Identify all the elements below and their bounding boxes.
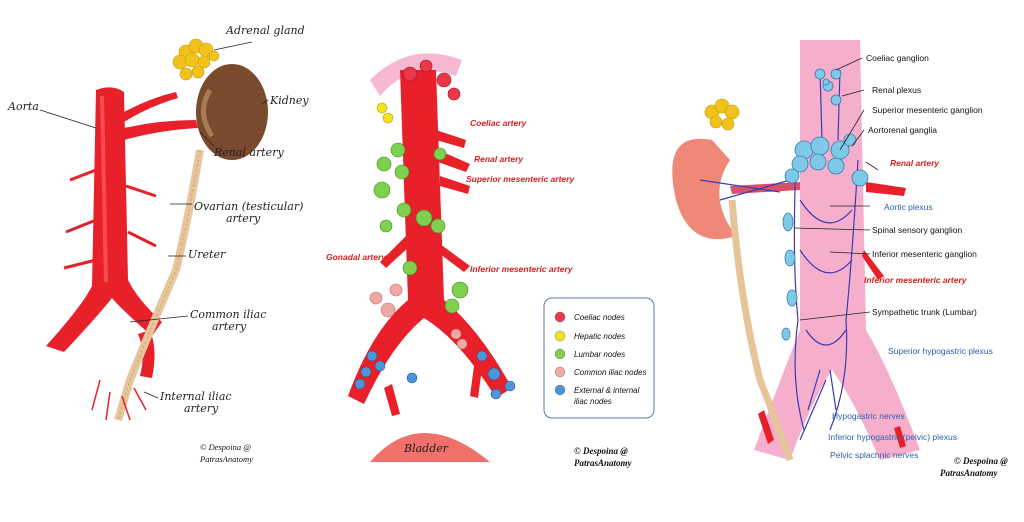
label-spinal-sensory-ganglion: Spinal sensory ganglion [872, 225, 963, 235]
legend: Coeliac nodes Hepatic nodes Lumbar nodes… [543, 297, 655, 419]
label-ureter: Ureter [188, 248, 226, 261]
copyright-line-2: PatrasAnatomy [574, 458, 633, 468]
legend-label-coeliac: Coeliac nodes [574, 313, 625, 322]
legend-swatch-common-iliac [554, 366, 566, 378]
label-renal-artery: Renal artery [213, 146, 284, 159]
label-inferior-mesenteric-artery-3: Inferior mesenteric artery [864, 275, 968, 285]
hepatic-nodes [376, 102, 394, 124]
label-sympathetic-trunk: Sympathetic trunk (Lumbar) [872, 307, 977, 317]
nerve-network [699, 69, 859, 441]
legend-label-iliac-2: iliac nodes [574, 397, 612, 406]
kidney-shape [196, 64, 268, 160]
label-inferior-hypogastric-plexus: Inferior hypogastric (pelvic) plexus [828, 432, 957, 442]
label-aorta: Aorta [7, 100, 39, 113]
aorta-trunk-2 [348, 70, 512, 404]
label-bladder: Bladder [403, 442, 449, 455]
legend-swatch-lumbar [554, 348, 566, 360]
ganglia [781, 68, 869, 341]
panel-aorta: Adrenal gland Kidney Aorta Renal artery … [7, 24, 309, 464]
label-kidney: Kidney [269, 94, 309, 107]
legend-label-common-iliac: Common iliac nodes [574, 368, 646, 377]
iliac-nodes [354, 350, 516, 400]
adrenal-gland-shape [172, 38, 220, 81]
label-inferior-mesenteric-artery: Inferior mesenteric artery [470, 264, 574, 274]
legend-label-lumbar: Lumbar nodes [574, 350, 625, 359]
legend-swatch-coeliac [554, 311, 566, 323]
label-internal-iliac-1: Internal iliac [159, 390, 232, 403]
label-renal-plexus: Renal plexus [872, 85, 921, 95]
label-gonadal-artery: Gonadal artery [326, 252, 387, 262]
label-ovarian-artery-1: Ovarian (testicular) [194, 200, 303, 213]
coeliac-nodes [402, 59, 461, 101]
common-iliac-nodes [369, 283, 468, 350]
label-pelvic-splanchnic-nerves: Pelvic splachnic nerves [830, 450, 918, 460]
legend-swatch-iliac [554, 384, 566, 396]
label-renal-artery-2: Renal artery [474, 154, 524, 164]
copyright-line-1: © Despoina @ [574, 446, 628, 456]
label-aortorenal-ganglia: Aortorenal ganglia [868, 125, 937, 135]
copyright-line-2: PatrasAnatomy [199, 454, 253, 464]
label-adrenal-gland: Adrenal gland [225, 24, 305, 37]
label-inferior-mesenteric-ganglion: Inferior mesenteric ganglion [872, 249, 977, 259]
copyright-line-1: © Despoina @ [200, 442, 251, 452]
label-coeliac-ganglion: Coeliac ganglion [866, 53, 929, 63]
adrenal-gland-3 [704, 98, 740, 131]
label-ovarian-artery-2: artery [226, 212, 261, 225]
panel-autonomic-plexus: Coeliac ganglion Renal plexus Superior m… [672, 40, 1008, 478]
label-superior-hypogastric-plexus: Superior hypogastric plexus [888, 346, 993, 356]
bladder-shape [370, 433, 490, 462]
legend-label-iliac-1: External & internal [574, 386, 640, 395]
legend-swatch-hepatic [554, 330, 566, 342]
copyright-line-2: PatrasAnatomy [940, 468, 999, 478]
label-renal-artery-3: Renal artery [890, 158, 940, 168]
label-superior-mesenteric-artery: Superior mesenteric artery [466, 174, 575, 184]
lumbar-nodes [373, 142, 469, 314]
label-common-iliac-2: artery [212, 320, 247, 333]
copyright-line-1: © Despoina @ [954, 456, 1008, 466]
legend-label-hepatic: Hepatic nodes [574, 332, 625, 341]
label-coeliac-artery: Coeliac artery [470, 118, 527, 128]
label-common-iliac-1: Common iliac [190, 308, 266, 321]
label-aortic-plexus: Aortic plexus [884, 202, 933, 212]
label-hypogastric-nerves: Hypogastric nerves [832, 411, 905, 421]
panel-lymph-nodes: Bladder Coeliac artery Renal artery Supe… [326, 53, 655, 468]
label-superior-mesenteric-ganglion: Superior mesenteric ganglion [872, 105, 983, 115]
label-internal-iliac-2: artery [184, 402, 219, 415]
kidney-pink [672, 138, 736, 240]
